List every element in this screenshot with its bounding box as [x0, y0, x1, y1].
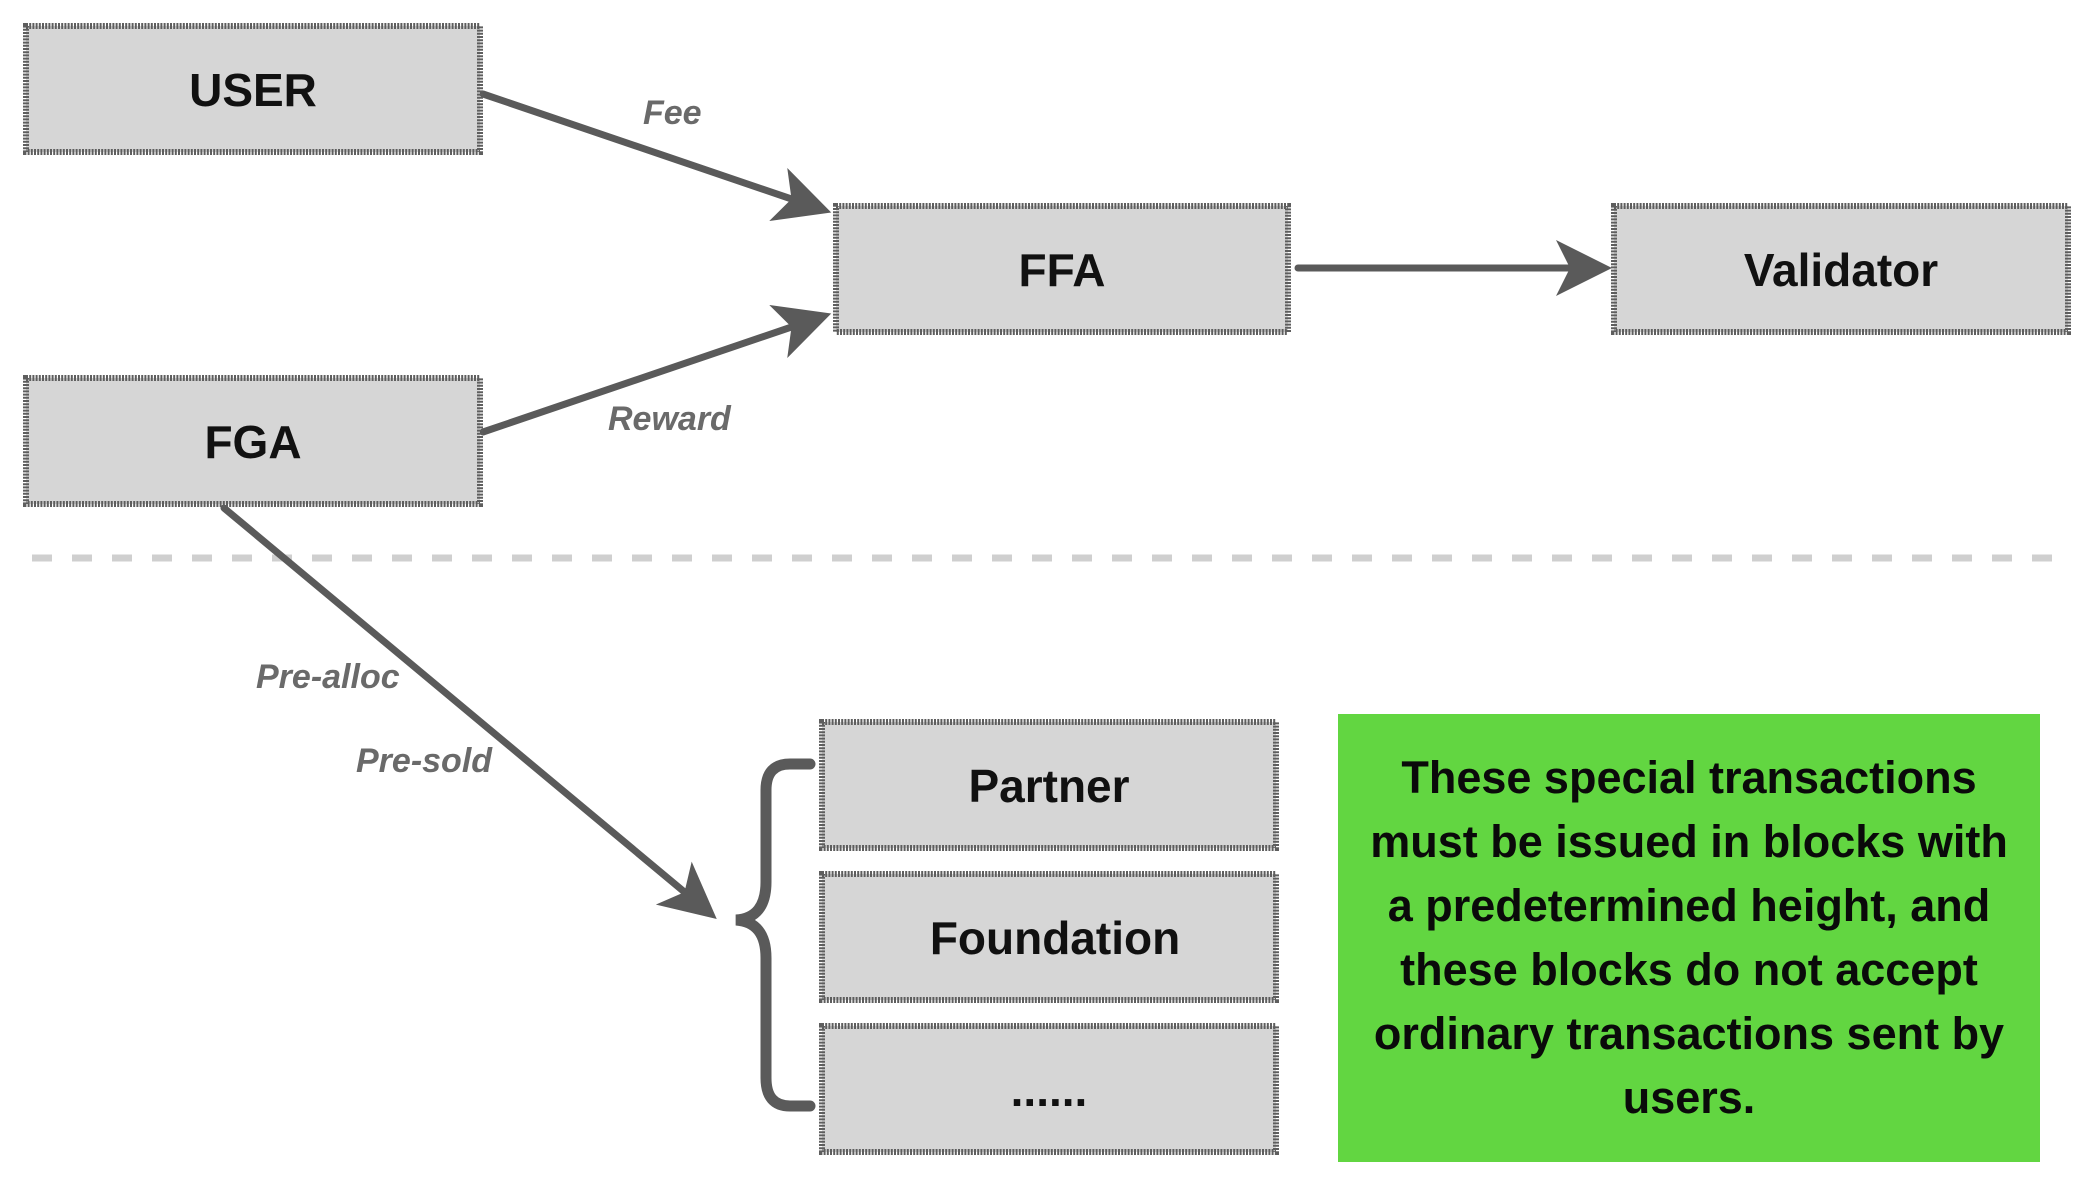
node-fga-label: FGA [204, 416, 301, 468]
node-user-label: USER [189, 64, 317, 116]
node-ffa-label: FFA [1019, 244, 1106, 296]
node-partner-label: Partner [968, 760, 1129, 812]
edge-fga-to-ffa [479, 305, 832, 436]
node-ffa: FFA [833, 203, 1291, 335]
node-foundation-label: Foundation [930, 912, 1180, 964]
edge-fga-to-allocations [220, 504, 717, 919]
edge-user-to-ffa [479, 90, 832, 221]
edge-label-pre-alloc: Pre-alloc [256, 658, 400, 696]
node-validator-label: Validator [1744, 244, 1938, 296]
edge-label-pre-sold: Pre-sold [356, 742, 493, 780]
note-box: These special transactions must be issue… [1338, 714, 2040, 1162]
node-user: USER [23, 23, 483, 155]
edge-label-fee: Fee [643, 94, 702, 132]
note-text: These special transactions must be issue… [1370, 752, 2008, 1123]
node-more-label: ...... [1011, 1064, 1088, 1116]
edge-label-reward: Reward [608, 400, 732, 438]
node-fga: FGA [23, 375, 483, 507]
node-validator: Validator [1611, 203, 2071, 335]
node-partner: Partner [819, 719, 1279, 851]
node-more: ...... [819, 1023, 1279, 1155]
grouping-brace [735, 758, 816, 1112]
node-foundation: Foundation [819, 871, 1279, 1003]
